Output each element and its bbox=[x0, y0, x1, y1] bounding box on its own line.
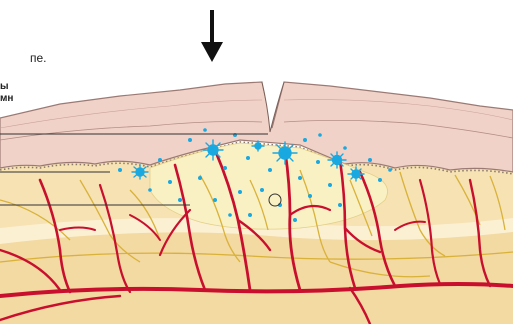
side-label-line2: мн bbox=[0, 94, 13, 104]
side-label-line1: ы bbox=[0, 82, 9, 92]
immune-cell bbox=[203, 140, 223, 160]
immune-cell bbox=[273, 142, 297, 164]
immune-cell bbox=[348, 167, 364, 181]
immune-cell bbox=[328, 152, 346, 168]
down-arrow-icon bbox=[201, 10, 223, 62]
top-label: пе. bbox=[30, 52, 47, 64]
immune-cell bbox=[132, 165, 148, 179]
